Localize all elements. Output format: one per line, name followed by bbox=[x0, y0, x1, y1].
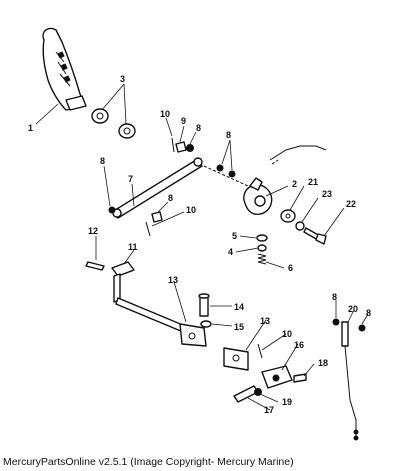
nut-19[interactable] bbox=[254, 388, 262, 396]
shift-rod-20[interactable] bbox=[341, 321, 359, 441]
washer-15[interactable] bbox=[200, 320, 212, 328]
callout-5: 5 bbox=[232, 231, 237, 241]
callout-21: 21 bbox=[308, 177, 318, 187]
callout-13-right: 13 bbox=[260, 316, 270, 326]
callout-17: 17 bbox=[264, 405, 274, 415]
nut-8-left[interactable] bbox=[108, 206, 116, 214]
callout-11: 11 bbox=[128, 242, 138, 252]
bracket-13-left[interactable] bbox=[179, 323, 207, 347]
linkage-block-16[interactable] bbox=[261, 365, 293, 389]
callout-8-upper: 8 bbox=[196, 123, 201, 133]
callout-19: 19 bbox=[282, 397, 292, 407]
pin-10-lower[interactable] bbox=[257, 343, 263, 359]
callout-15: 15 bbox=[234, 322, 244, 332]
callout-9: 9 bbox=[181, 116, 186, 126]
throttle-handle[interactable] bbox=[42, 27, 87, 111]
bushing-lower[interactable] bbox=[118, 123, 136, 139]
image-caption: MercuryPartsOnline v2.5.1 (Image Copyrig… bbox=[3, 456, 294, 468]
nut-8-rod-left[interactable] bbox=[332, 318, 340, 326]
pin-10-upper[interactable] bbox=[171, 137, 175, 153]
callout-2: 2 bbox=[292, 179, 297, 189]
bolt-22[interactable] bbox=[303, 227, 327, 245]
nut-8-upper[interactable] bbox=[186, 144, 194, 152]
callout-8-left: 8 bbox=[100, 156, 105, 166]
pin-10-mid[interactable] bbox=[145, 221, 151, 237]
callout-8-rod-left: 8 bbox=[332, 292, 337, 302]
throttle-cable[interactable] bbox=[269, 145, 327, 165]
callout-20: 20 bbox=[348, 304, 358, 314]
callout-1: 1 bbox=[28, 123, 33, 133]
callout-18: 18 bbox=[318, 358, 328, 368]
bolt-14[interactable] bbox=[198, 293, 210, 317]
shift-rod-lower[interactable] bbox=[115, 297, 191, 335]
shift-lever[interactable] bbox=[111, 261, 135, 303]
callout-10-upper: 10 bbox=[160, 109, 170, 119]
bracket-13-right[interactable] bbox=[223, 347, 249, 371]
callout-23: 23 bbox=[322, 189, 332, 199]
nut-8-rod-right[interactable] bbox=[358, 324, 366, 332]
washer-4[interactable] bbox=[257, 244, 267, 252]
callout-3: 3 bbox=[120, 74, 125, 84]
screw-5[interactable] bbox=[256, 234, 268, 242]
washer-23[interactable] bbox=[295, 221, 305, 231]
screw-18[interactable] bbox=[293, 373, 307, 383]
callout-4: 4 bbox=[228, 247, 233, 257]
clip-9[interactable] bbox=[175, 141, 187, 153]
clip-8-mid[interactable] bbox=[151, 211, 163, 223]
callout-8-mid: 8 bbox=[168, 193, 173, 203]
leader-lines bbox=[35, 83, 369, 411]
callout-13-left: 13 bbox=[168, 275, 178, 285]
washer-21[interactable] bbox=[280, 209, 296, 223]
bolt-17[interactable] bbox=[233, 385, 259, 403]
nut-8-pair[interactable] bbox=[216, 164, 236, 178]
throttle-cam[interactable] bbox=[243, 177, 273, 215]
callout-16: 16 bbox=[294, 340, 304, 350]
callout-7: 7 bbox=[128, 174, 133, 184]
callout-22: 22 bbox=[346, 199, 356, 209]
bolt-12[interactable] bbox=[85, 261, 105, 271]
callout-6: 6 bbox=[288, 263, 293, 273]
callout-8-pair: 8 bbox=[226, 130, 231, 140]
spring-6[interactable] bbox=[257, 253, 267, 265]
callout-14: 14 bbox=[234, 302, 244, 312]
bushing-upper[interactable] bbox=[91, 108, 109, 124]
callout-12: 12 bbox=[88, 226, 98, 236]
callout-10-mid: 10 bbox=[186, 205, 196, 215]
callout-8-rod-right: 8 bbox=[366, 308, 371, 318]
callout-10-lower: 10 bbox=[282, 329, 292, 339]
